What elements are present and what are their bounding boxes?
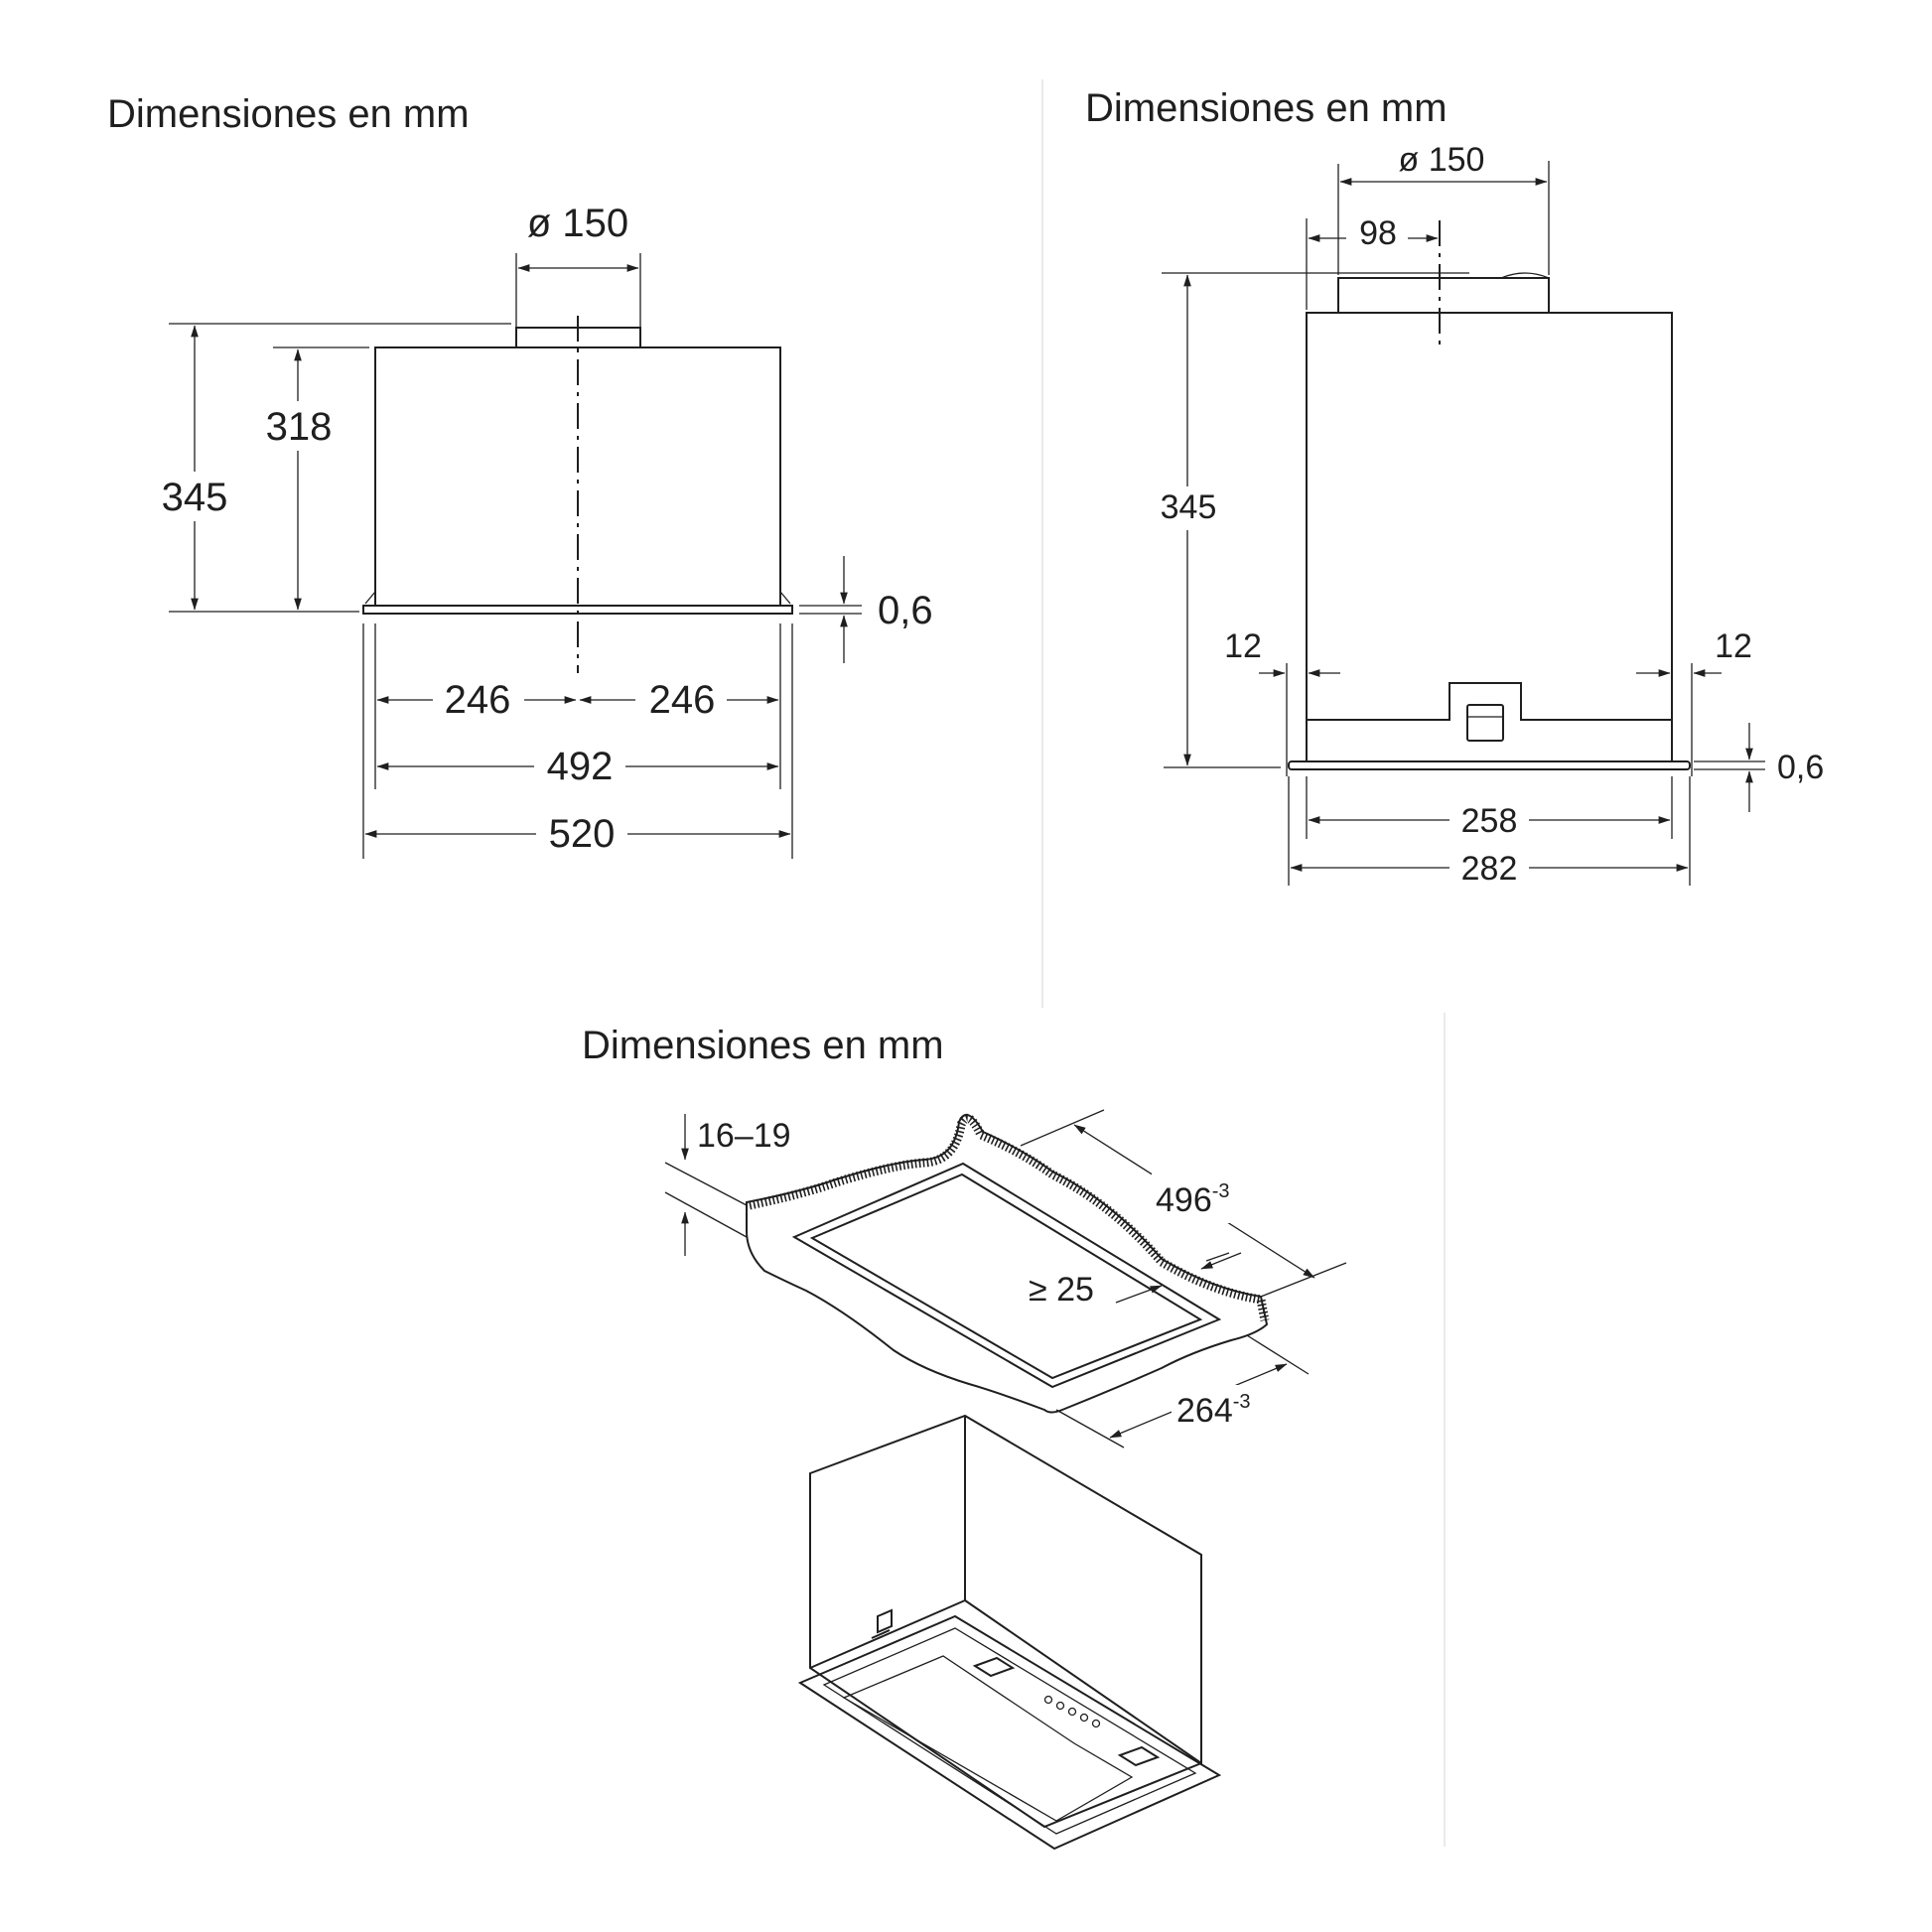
- min-edge-label: ≥ 25: [1029, 1271, 1094, 1309]
- inset-left-label: 12: [1224, 627, 1262, 665]
- front-view: Dimensiones en mm ø 150 345 318 0,6: [107, 92, 933, 859]
- duct-diameter-label: ø 150: [527, 202, 628, 245]
- cutout-depth-label: 264-3: [1176, 1391, 1251, 1430]
- light-icon: [972, 1656, 1016, 1678]
- half-width-right-label: 246: [649, 678, 716, 722]
- light-icon: [1117, 1745, 1161, 1767]
- cutout-width-label: 496-3: [1156, 1180, 1230, 1219]
- body-height-label: 318: [266, 405, 333, 449]
- body-width-label: 492: [547, 745, 614, 788]
- cutout-view-title: Dimensiones en mm: [582, 1024, 944, 1067]
- min-edge-arrow-right: [1200, 1252, 1242, 1270]
- front-view-title: Dimensiones en mm: [107, 92, 470, 136]
- half-width-left-label: 246: [445, 678, 511, 722]
- board-thickness-label: 16–19: [697, 1117, 791, 1155]
- frame-width-label: 520: [549, 812, 616, 856]
- hood-frame-iso: [797, 1614, 1222, 1851]
- side-view-title: Dimensiones en mm: [1085, 86, 1448, 130]
- min-edge-arrow-left: [1115, 1285, 1163, 1304]
- total-height-side-label: 345: [1161, 488, 1217, 526]
- total-height-label: 345: [162, 476, 228, 519]
- filter-panel-iso: [842, 1655, 1134, 1822]
- light-housing-side: [1466, 704, 1504, 742]
- duct-diameter-side-label: ø 150: [1399, 141, 1485, 179]
- frame-thickness-side-label: 0,6: [1777, 749, 1824, 786]
- body-depth-label: 258: [1461, 802, 1518, 840]
- duct-collar-lip: [1500, 272, 1550, 279]
- frame-plate-side: [1288, 760, 1691, 770]
- hood-frame-inner-iso: [822, 1627, 1197, 1835]
- cutout-view: Dimensiones en mm 16–19 496-3 ≥ 25 264-3: [582, 1024, 1347, 1851]
- frame-clips-front: [364, 591, 791, 605]
- inset-right-label: 12: [1715, 627, 1752, 665]
- connector-icon: [871, 1608, 893, 1639]
- control-buttons-icon: [1043, 1695, 1101, 1728]
- hood-box-iso: [809, 1414, 1202, 1829]
- duct-offset-label: 98: [1359, 214, 1397, 252]
- cutout-opening-inner: [809, 1173, 1203, 1380]
- inner-ledge-side: [1307, 682, 1672, 721]
- duct-collar-side: [1337, 277, 1550, 314]
- cabinet-board-hatched-edge: [749, 1114, 1270, 1321]
- frame-depth-label: 282: [1461, 850, 1518, 888]
- frame-thickness-label: 0,6: [878, 589, 933, 632]
- cabinet-board: [746, 1113, 1269, 1414]
- cutout-opening-outer: [791, 1162, 1222, 1389]
- hood-body-side: [1306, 312, 1673, 762]
- hood-box-iso-edge: [964, 1599, 1202, 1764]
- side-view: Dimensiones en mm ø 150 98 345: [1085, 86, 1824, 889]
